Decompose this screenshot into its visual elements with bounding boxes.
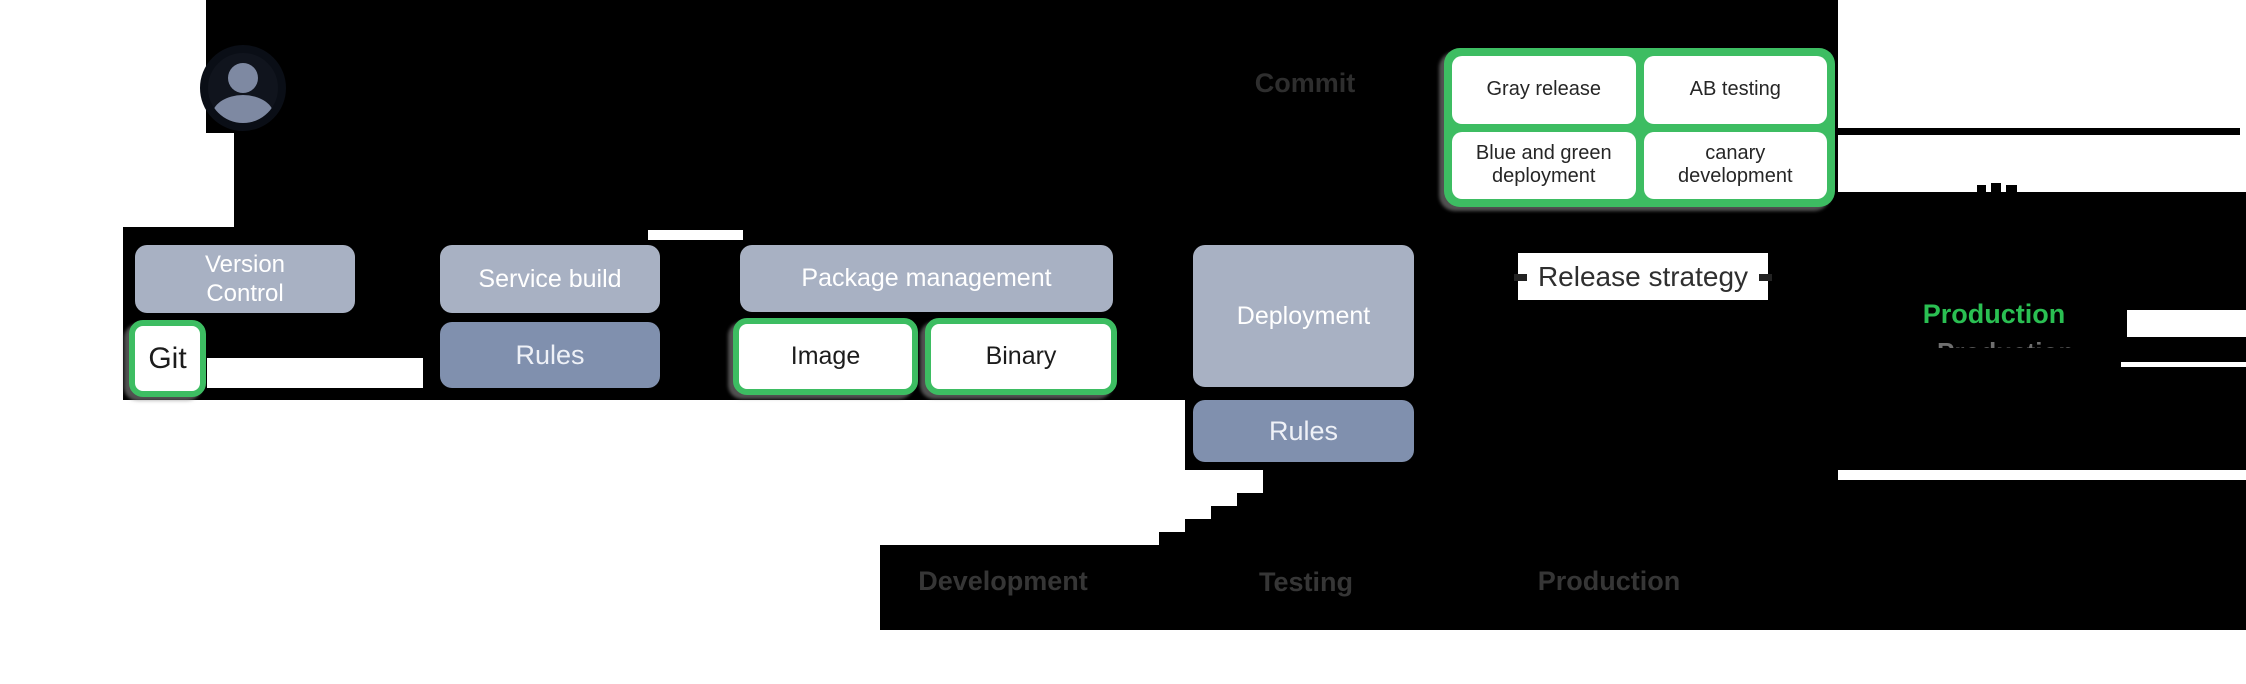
node-image: Image xyxy=(733,318,918,395)
node-service-build: Service build xyxy=(440,245,660,313)
node-deployment: Deployment xyxy=(1193,245,1414,387)
node-git: Git xyxy=(129,320,206,397)
white-region-under-icon xyxy=(206,133,234,227)
release-option-gray-release: Gray release xyxy=(1452,56,1636,124)
node-package-management: Package management xyxy=(740,245,1113,312)
env-label-production: Production xyxy=(1537,566,1681,596)
user-icon xyxy=(200,45,286,131)
node-release-strategy: Release strategy xyxy=(1514,253,1772,300)
hidden-text-mark xyxy=(2006,185,2017,192)
white-region-left-column xyxy=(0,227,123,400)
env-label-development: Development xyxy=(918,566,1088,596)
node-binary: Binary xyxy=(925,318,1117,395)
commit-label: Commit xyxy=(1254,68,1356,98)
node-version-control: Version Control xyxy=(135,245,355,313)
env-label-testing: Testing xyxy=(1259,567,1353,597)
version-control-label: Version Control xyxy=(204,251,286,307)
white-line-lower-right xyxy=(1838,470,2246,480)
white-strip-right-of-git xyxy=(207,358,423,388)
white-patch-right-edge xyxy=(2127,310,2246,337)
hidden-text-mark xyxy=(1991,183,2001,192)
white-region-top-right xyxy=(1838,0,2246,192)
node-deployment-rules: Rules xyxy=(1193,400,1414,462)
user-head-shape xyxy=(228,63,258,93)
white-line-right-edge xyxy=(2121,362,2246,367)
connector-user-to-version-control xyxy=(234,128,250,246)
node-build-rules: Rules xyxy=(440,322,660,388)
production-echo-label: Production xyxy=(1937,337,2087,348)
white-strip-bottom xyxy=(0,630,2246,684)
release-options-group: Gray release AB testing Blue and green d… xyxy=(1444,48,1835,207)
connector-release-group-right xyxy=(1836,128,2240,135)
hidden-text-mark xyxy=(1977,185,1986,192)
production-highlight-label: Production xyxy=(1922,299,2066,329)
release-option-ab-testing: AB testing xyxy=(1643,56,1827,124)
white-dash-above-package-management xyxy=(648,230,743,240)
release-option-canary-development: canary development xyxy=(1643,131,1827,199)
white-region-top-left xyxy=(0,0,206,227)
user-shoulders-shape xyxy=(212,95,274,123)
release-option-blue-green-deployment: Blue and green deployment xyxy=(1452,131,1636,199)
